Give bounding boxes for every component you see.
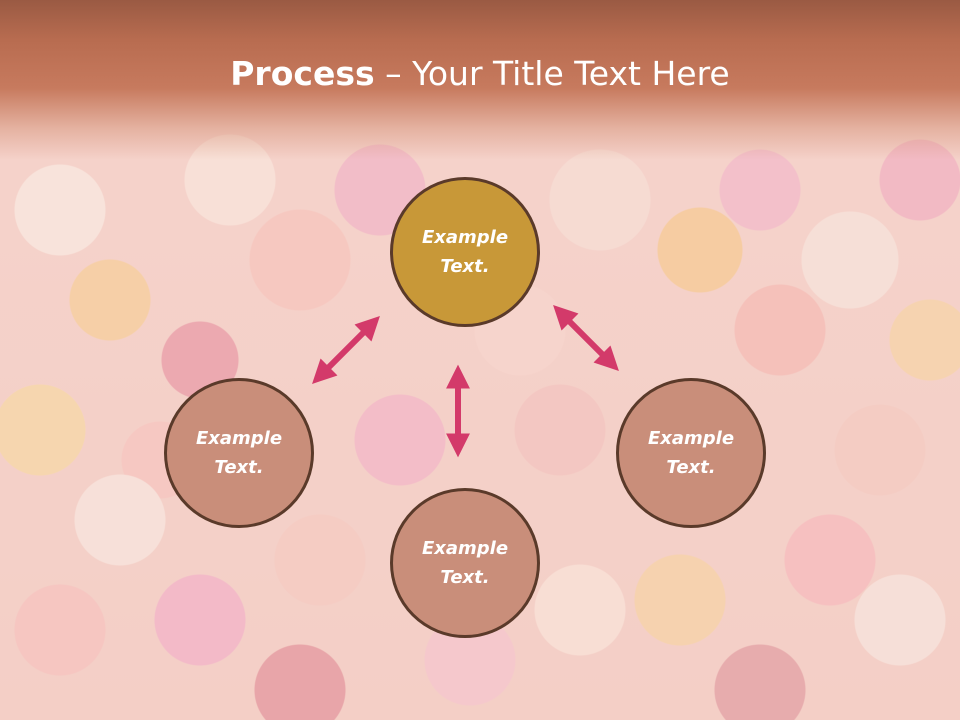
center-line1: Example (421, 227, 509, 248)
left-circle[interactable]: Example Text. (164, 378, 314, 528)
bottom-line1: Example (421, 538, 509, 559)
title-rest: – Your Title Text Here (374, 54, 730, 93)
right-circle[interactable]: Example Text. (616, 378, 766, 528)
center-circle[interactable]: Example Text. (390, 177, 540, 327)
right-circle-label: Example Text. (631, 424, 751, 482)
bottom-circle[interactable]: Example Text. (390, 488, 540, 638)
bottom-line2: Text. (440, 567, 490, 588)
left-line2: Text. (214, 457, 264, 478)
double-arrow-top-right (553, 305, 619, 371)
bottom-circle-label: Example Text. (405, 534, 525, 592)
title-band (0, 0, 960, 160)
center-circle-label: Example Text. (405, 223, 525, 281)
left-line1: Example (195, 428, 283, 449)
slide-title[interactable]: Process – Your Title Text Here (0, 52, 960, 96)
right-line1: Example (647, 428, 735, 449)
left-circle-label: Example Text. (179, 424, 299, 482)
title-bold: Process (230, 54, 375, 93)
double-arrow-top-left (312, 316, 380, 384)
center-line2: Text. (440, 256, 490, 277)
right-line2: Text. (666, 457, 716, 478)
